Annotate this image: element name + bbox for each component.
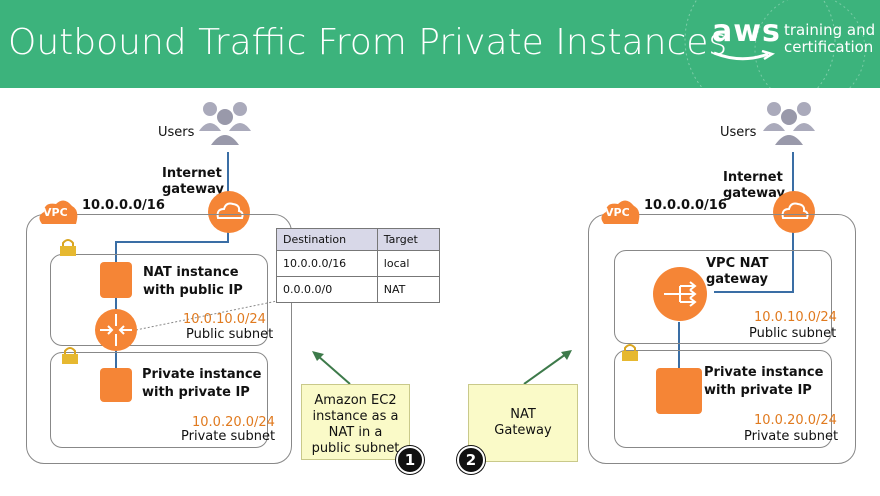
lock-icon — [622, 344, 638, 361]
users-icon — [199, 102, 251, 145]
note1-line: Amazon EC2 — [314, 393, 397, 408]
igw-line2: gateway — [723, 186, 785, 201]
route-destination: 0.0.0.0/0 — [276, 276, 378, 303]
note2-line: NAT — [510, 407, 536, 422]
private-line2: with private IP — [142, 385, 250, 400]
note1-line: public subnet — [311, 441, 400, 456]
internet-gateway-label: Internet gateway — [723, 170, 785, 202]
private-subnet-label: Private subnet — [744, 429, 839, 444]
page-title: Outbound Traffic From Private Instances — [8, 22, 728, 63]
vpc-boundary — [26, 214, 292, 464]
option-2-badge: 2 — [457, 446, 485, 474]
public-cidr: 10.0.10.0/24 — [183, 312, 266, 327]
internet-gateway-icon — [773, 191, 815, 233]
igw-line2: gateway — [162, 182, 224, 197]
vpc-cloud-icon — [39, 200, 78, 224]
private-line2: with private IP — [704, 383, 812, 398]
route-target: NAT — [376, 276, 441, 303]
route-table-header-destination: Destination — [276, 228, 378, 251]
natgw-line2: gateway — [706, 272, 768, 287]
private-instance-icon — [656, 368, 702, 414]
note1-line: NAT in a — [328, 425, 383, 440]
users-icon — [763, 102, 815, 145]
users-label: Users — [720, 125, 757, 140]
note1-line: instance as a — [312, 409, 399, 424]
logo-sub-line1: training and — [784, 21, 876, 39]
lock-icon — [60, 239, 76, 256]
note2-line: Gateway — [494, 423, 552, 438]
private-line1: Private instance — [704, 365, 824, 380]
nat-line2: with public IP — [143, 283, 243, 298]
vpc-boundary — [588, 214, 856, 464]
decorative-circles — [684, 0, 866, 88]
private-line1: Private instance — [142, 367, 262, 382]
route-target: local — [376, 250, 441, 277]
table-row: 0.0.0.0/0 NAT — [276, 276, 441, 303]
private-instance-icon — [100, 368, 132, 402]
public-subnet-box — [614, 250, 832, 344]
private-cidr: 10.0.20.0/24 — [192, 415, 275, 430]
lock-icon — [62, 347, 78, 364]
aws-smile-icon — [713, 50, 776, 61]
note-nat-instance: Amazon EC2 instance as a NAT in a public… — [301, 384, 410, 460]
header-banner: Outbound Traffic From Private Instances … — [0, 0, 880, 88]
public-subnet-box — [50, 254, 268, 346]
igw-line1: Internet — [162, 166, 222, 181]
nat-instance-icon — [100, 262, 132, 298]
note-nat-gateway: NAT Gateway — [468, 384, 578, 462]
vpc-badge: VPC — [43, 206, 68, 219]
igw-line1: Internet — [723, 170, 783, 185]
natgw-line1: VPC NAT — [706, 256, 769, 271]
private-instance-label: Private instance with private IP — [142, 366, 261, 402]
route-table-header-target: Target — [376, 228, 441, 251]
route-destination: 10.0.0.0/16 — [276, 250, 378, 277]
internet-gateway-icon — [208, 191, 250, 233]
router-icon — [95, 309, 137, 351]
route-table: Destination Target 10.0.0.0/16 local 0.0… — [276, 228, 441, 303]
vpc-badge: VPC — [605, 206, 630, 219]
vpc-cidr: 10.0.0.0/16 — [82, 198, 165, 213]
private-subnet-label: Private subnet — [181, 429, 276, 444]
public-cidr: 10.0.10.0/24 — [754, 310, 837, 325]
nat-gateway-icon — [653, 267, 707, 321]
public-subnet-label: Public subnet — [186, 327, 274, 342]
option-1-badge: 1 — [396, 446, 424, 474]
nat-line1: NAT instance — [143, 265, 239, 280]
logo-subtitle: training and certification — [784, 22, 875, 56]
aws-logo-text: aws — [712, 14, 781, 49]
private-subnet-box — [614, 350, 832, 448]
private-subnet-box — [50, 352, 268, 448]
logo-sub-line2: certification — [784, 38, 874, 56]
users-label: Users — [158, 125, 195, 140]
vpc-cidr: 10.0.0.0/16 — [644, 198, 727, 213]
vpc-cloud-icon — [601, 200, 640, 224]
private-cidr: 10.0.20.0/24 — [754, 413, 837, 428]
nat-gateway-label: VPC NAT gateway — [706, 256, 768, 288]
public-subnet-label: Public subnet — [749, 326, 837, 341]
internet-gateway-label: Internet gateway — [162, 166, 224, 198]
nat-instance-label: NAT instance with public IP — [143, 264, 243, 300]
private-instance-label: Private instance with private IP — [704, 364, 823, 400]
table-row: 10.0.0.0/16 local — [276, 250, 441, 277]
